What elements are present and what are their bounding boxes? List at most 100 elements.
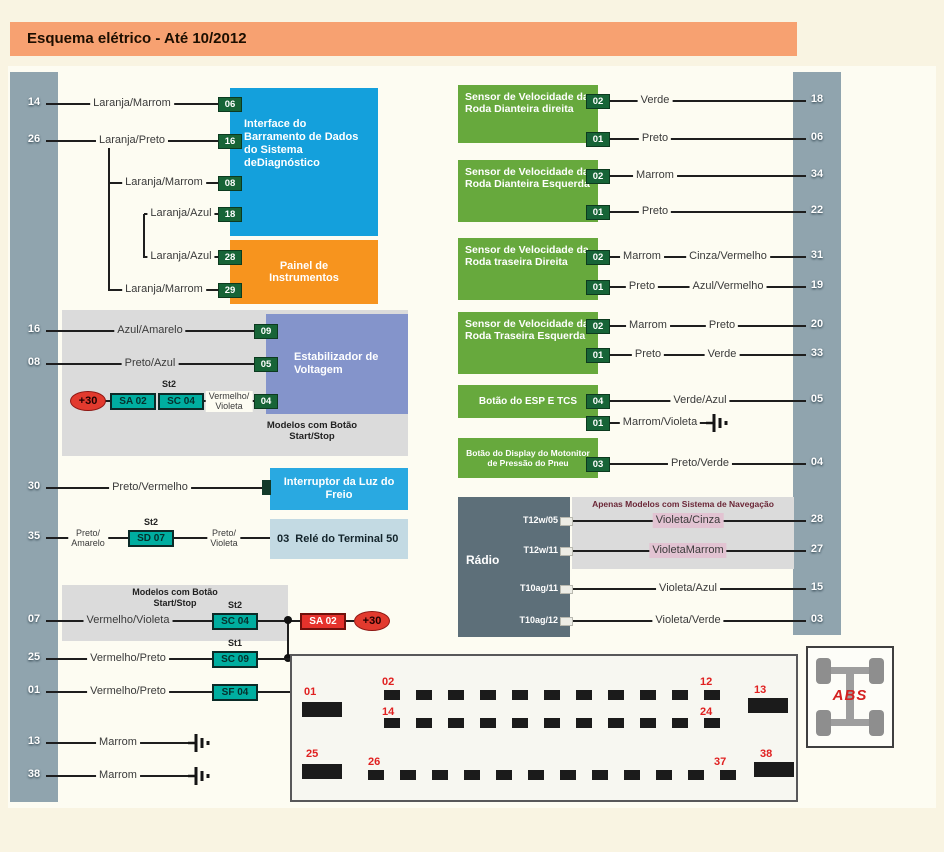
connector-pin bbox=[302, 702, 342, 717]
connector-chip-sc09: SC 09 bbox=[212, 651, 258, 668]
bus-pin: 19 bbox=[810, 279, 824, 291]
wire-label: Preto/Verde bbox=[667, 456, 733, 471]
sensor-box: Sensor de Velocidade da Roda traseira Di… bbox=[458, 238, 598, 300]
connector-st-label: St2 bbox=[161, 379, 176, 389]
connector-pin bbox=[432, 770, 448, 780]
connector-pin-label: 25 bbox=[306, 748, 319, 760]
connector-pin bbox=[302, 764, 342, 779]
estabilizador-box: Estabilizador de Voltagem bbox=[266, 314, 408, 414]
wire-label: Marrom bbox=[96, 768, 140, 783]
connector-pin bbox=[640, 718, 656, 728]
connector-pin bbox=[688, 770, 704, 780]
pin-chip: 08 bbox=[218, 176, 242, 191]
pin-chip: 01 bbox=[586, 280, 610, 295]
pin-chip: 02 bbox=[586, 169, 610, 184]
abs-connector-diagram: 01 02 12 13 14 24 25 26 37 38 bbox=[290, 654, 798, 802]
bus-pin: 03 bbox=[810, 613, 824, 625]
wire-label: Vermelho/Violeta bbox=[83, 613, 173, 628]
pin-stub bbox=[560, 547, 573, 556]
wire-label: Preto bbox=[625, 279, 659, 294]
connector-pin-label: 13 bbox=[754, 684, 767, 696]
connector-st-label: St2 bbox=[227, 600, 242, 610]
abs-label: ABS bbox=[832, 687, 868, 704]
rele-title: Relé do Terminal 50 bbox=[295, 533, 399, 545]
wire-label: Laranja/Marrom bbox=[122, 282, 206, 297]
radio-box bbox=[458, 497, 570, 637]
page-title: Esquema elétrico - Até 10/2012 bbox=[10, 22, 797, 56]
wire-label: Preto bbox=[705, 318, 739, 333]
nav-band-title: Apenas Modelos com Sistema de Navegação bbox=[592, 499, 774, 509]
wire-label: Preto/Azul bbox=[121, 356, 179, 371]
wire-label: Preto/ Amarelo bbox=[68, 528, 108, 549]
plus30-terminal: +30 bbox=[70, 391, 106, 411]
connector-pin-label: 38 bbox=[760, 748, 773, 760]
connector-pin bbox=[384, 718, 400, 728]
pin-chip: 29 bbox=[218, 283, 242, 298]
wire bbox=[258, 658, 290, 660]
connector-pin bbox=[704, 690, 720, 700]
pin-chip: 02 bbox=[586, 94, 610, 109]
connector-pin bbox=[512, 690, 528, 700]
wire bbox=[346, 620, 354, 622]
wire-label: Violeta/Verde bbox=[652, 613, 724, 628]
ground-icon bbox=[188, 734, 210, 752]
plus30-terminal: +30 bbox=[354, 611, 390, 631]
pin-chip: 16 bbox=[218, 134, 242, 149]
wire-label: Preto/ Violeta bbox=[207, 528, 241, 549]
right-bus-bar bbox=[793, 72, 841, 635]
connector-pin bbox=[576, 690, 592, 700]
radio-title: Rádio bbox=[466, 553, 500, 567]
bus-pin: 35 bbox=[27, 530, 41, 542]
bus-pin: 27 bbox=[810, 543, 824, 555]
wire-label: Marrom bbox=[626, 318, 670, 333]
rele-pin: 03 bbox=[277, 533, 290, 545]
bus-pin: 20 bbox=[810, 318, 824, 330]
connector-pin bbox=[464, 770, 480, 780]
connector-pin bbox=[448, 690, 464, 700]
wire bbox=[104, 400, 112, 402]
bus-pin: 38 bbox=[27, 768, 41, 780]
wire-label: Laranja/Azul bbox=[147, 249, 215, 264]
bus-pin: 30 bbox=[27, 480, 41, 492]
connector-pin-label: 12 bbox=[700, 676, 713, 688]
bus-pin: 34 bbox=[810, 168, 824, 180]
connector-st-label: St1 bbox=[227, 638, 242, 648]
connector-pin bbox=[480, 718, 496, 728]
connector-pin bbox=[528, 770, 544, 780]
connector-pin bbox=[720, 770, 736, 780]
pin-stub bbox=[560, 517, 573, 526]
connector-pin bbox=[368, 770, 384, 780]
connector-pin bbox=[624, 770, 640, 780]
pin-chip: 06 bbox=[218, 97, 242, 112]
connector-pin bbox=[416, 690, 432, 700]
wire bbox=[610, 100, 806, 102]
connector-pin bbox=[592, 770, 608, 780]
connector-pin bbox=[576, 718, 592, 728]
bus-pin: 07 bbox=[27, 613, 41, 625]
car-chassis-icon bbox=[816, 658, 884, 736]
bus-pin: 18 bbox=[810, 93, 824, 105]
wire bbox=[258, 620, 300, 622]
pin-chip: 09 bbox=[254, 324, 278, 339]
sensor-box: Sensor de Velocidade da Roda Traseira Es… bbox=[458, 312, 598, 374]
connector-pin-label: 14 bbox=[382, 706, 395, 718]
wire-label: Laranja/Marrom bbox=[122, 175, 206, 190]
bus-pin: 26 bbox=[27, 133, 41, 145]
wire-label: Cinza/Vermelho bbox=[686, 249, 770, 264]
bus-pin: 13 bbox=[27, 735, 41, 747]
wire-label: Laranja/Preto bbox=[95, 133, 169, 148]
pin-chip: 01 bbox=[586, 348, 610, 363]
wire bbox=[610, 211, 806, 213]
connector-pin bbox=[416, 718, 432, 728]
pin-chip: 01 bbox=[586, 132, 610, 147]
connector-pin bbox=[754, 762, 794, 777]
esp-button-box: Botão do ESP E TCS bbox=[458, 385, 598, 418]
connector-pin bbox=[672, 718, 688, 728]
wire-label: Vermelho/ Violeta bbox=[205, 391, 253, 412]
radio-pin-label: T12w/05 bbox=[522, 515, 558, 525]
connector-pin bbox=[656, 770, 672, 780]
connector-pin bbox=[400, 770, 416, 780]
connector-pin bbox=[448, 718, 464, 728]
connector-st-label: St2 bbox=[143, 517, 158, 527]
connector-pin bbox=[748, 698, 788, 713]
